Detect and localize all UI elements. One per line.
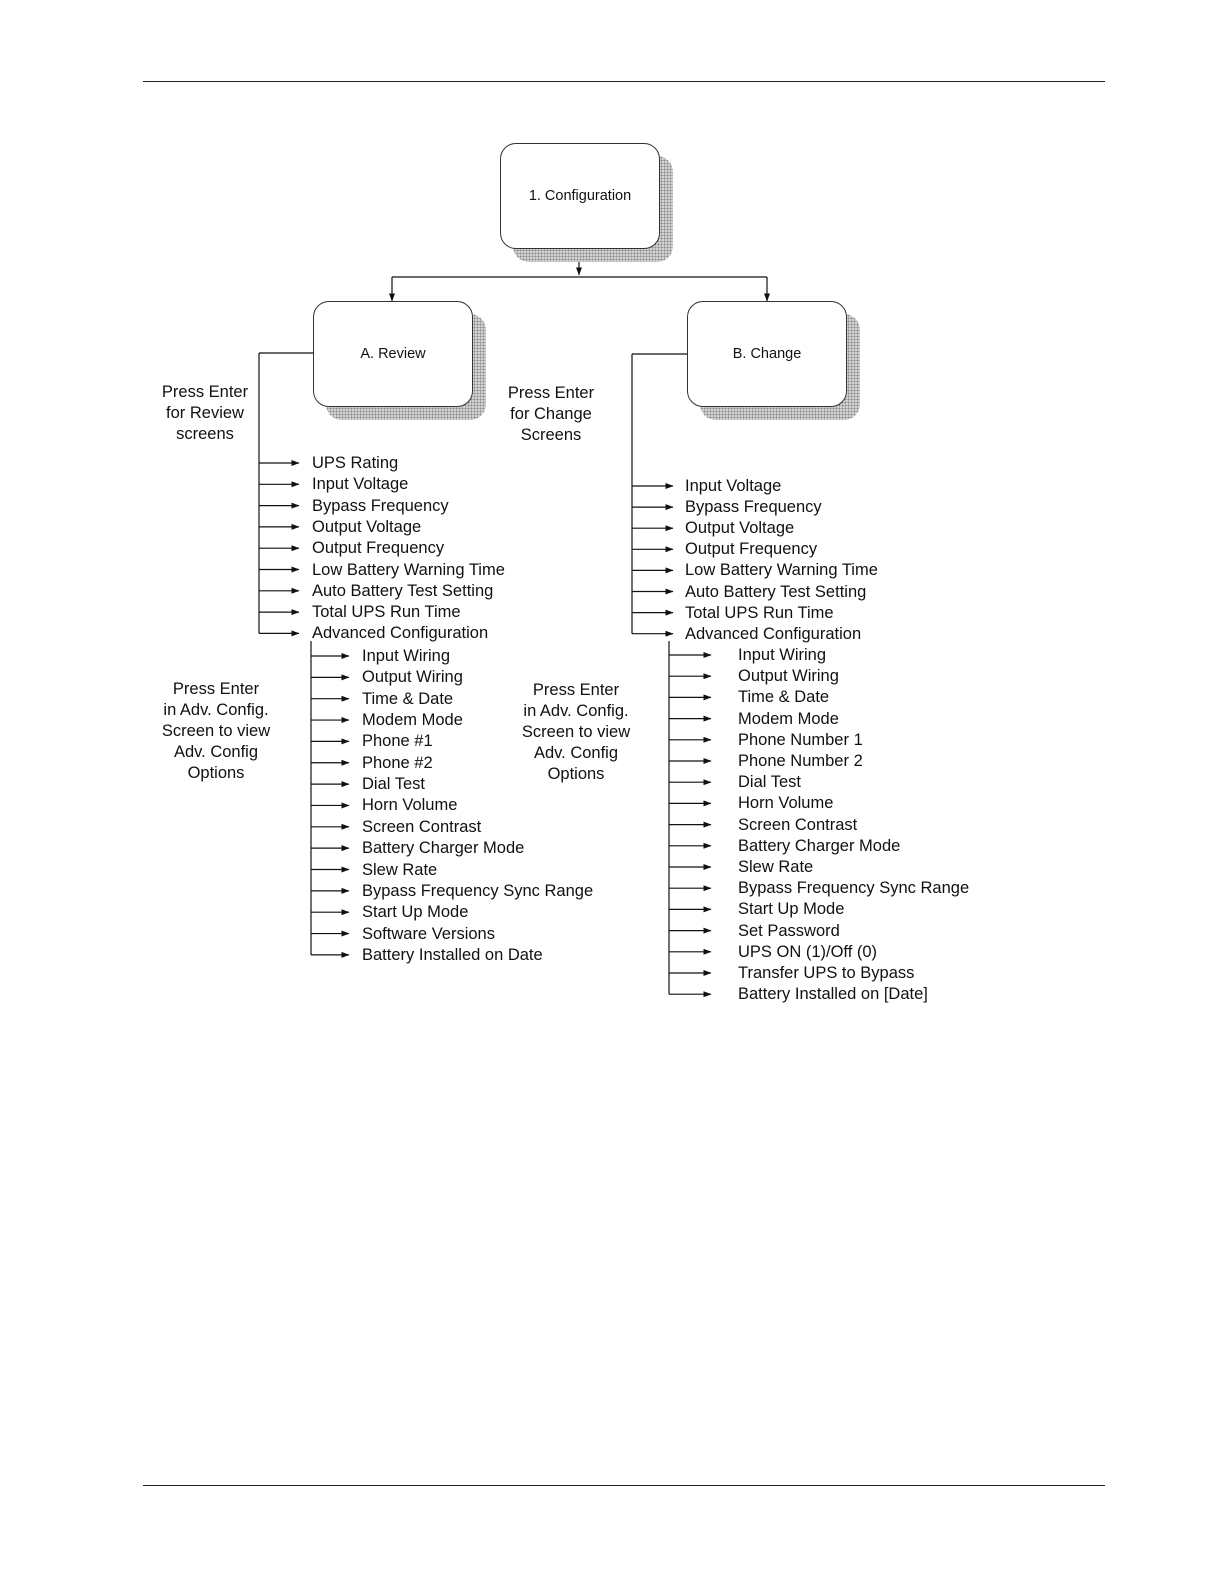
change-item: Bypass Frequency [685,498,822,517]
review-adv-item: Battery Installed on Date [362,945,543,964]
change-adv-item: Transfer UPS to Bypass [738,964,915,982]
change-item: Output Frequency [685,540,818,559]
review-adv-item: Time & Date [362,689,454,708]
change-item: Output Voltage [685,519,795,538]
review-adv-item: Input Wiring [362,647,451,665]
change-adv-item: Phone Number 2 [738,752,863,770]
note-line: Screens [520,426,582,444]
review-adv-item: Modem Mode [362,711,463,730]
change-adv-item: Screen Contrast [738,815,858,834]
note-line: Screen to view [161,722,271,740]
review-item: Advanced Configuration [312,624,489,643]
change-item: Auto Battery Test Setting [685,582,867,601]
note-line: in Adv. Config. [523,702,629,720]
change-adv-item: Battery Installed on [Date] [738,985,928,1004]
header-rule [143,81,1105,82]
note-change-enter: Press Enter for Change Screens [508,383,594,446]
change-item: Low Battery Warning Time [685,561,878,580]
change-adv-item: Time & Date [738,688,830,707]
note-line: Screen to view [521,723,631,741]
review-adv-item: Start Up Mode [362,903,469,922]
review-item: Auto Battery Test Setting [312,581,494,600]
review-item: Total UPS Run Time [312,603,461,622]
configuration-node: 1. Configuration [500,143,673,262]
note-line: in Adv. Config. [163,701,269,719]
change-item: Total UPS Run Time [685,603,834,622]
note-line: Press Enter [172,680,260,698]
change-adv-item: Bypass Frequency Sync Range [738,879,970,898]
note-line: Press Enter [507,384,595,402]
review-adv-item: Screen Contrast [362,817,482,836]
review-item: Input Voltage [312,475,409,494]
note-line: for Change [510,405,592,423]
change-adv-item: UPS ON (1)/Off (0) [738,942,878,961]
change-adv-item: Start Up Mode [738,900,845,919]
note-line: screens [176,425,234,443]
change-adv-item: Set Password [738,921,840,940]
note-line: Adv. Config [533,744,619,762]
change-adv-item: Modem Mode [738,709,839,728]
review-node: A. Review [313,301,486,420]
note-line: Options [547,765,605,783]
review-item: UPS Rating [312,454,399,472]
change-adv-item: Horn Volume [738,794,834,813]
review-item: Output Voltage [312,517,422,536]
review-node-label: A. Review [313,301,473,407]
review-item: Bypass Frequency [312,496,449,515]
change-item: Input Voltage [685,477,782,495]
review-adv-item: Output Wiring [362,668,463,687]
change-node-label: B. Change [687,301,847,407]
review-adv-item: Bypass Frequency Sync Range [362,881,594,900]
review-adv-item: Slew Rate [362,860,438,879]
change-adv-item: Dial Test [738,773,801,792]
change-adv-item: Output Wiring [738,667,839,686]
note-line: for Review [166,404,244,422]
review-adv-item: Software Versions [362,924,495,943]
review-adv-item: Phone #1 [362,732,433,751]
review-adv-item: Phone #2 [362,753,433,772]
note-line: Press Enter [161,383,249,401]
note-change-adv-config: Press Enter in Adv. Config. Screen to vi… [522,680,630,785]
change-adv-item: Input Wiring [738,646,827,664]
note-line: Adv. Config [173,743,259,761]
change-adv-item: Phone Number 1 [738,730,863,749]
footer-rule [143,1485,1105,1486]
note-review-enter: Press Enter for Review screens [162,382,248,445]
review-adv-item: Battery Charger Mode [362,839,525,858]
change-node: B. Change [687,301,860,420]
configuration-node-label: 1. Configuration [500,143,660,249]
review-item: Output Frequency [312,539,445,558]
note-review-adv-config: Press Enter in Adv. Config. Screen to vi… [162,679,270,784]
note-line: Press Enter [532,681,620,699]
review-adv-item: Horn Volume [362,796,458,815]
review-adv-item: Dial Test [362,775,425,794]
change-adv-item: Slew Rate [738,858,814,876]
change-item: Advanced Configuration [685,624,862,643]
review-item: Low Battery Warning Time [312,560,505,579]
change-adv-item: Battery Charger Mode [738,836,901,855]
note-line: Options [187,764,245,782]
